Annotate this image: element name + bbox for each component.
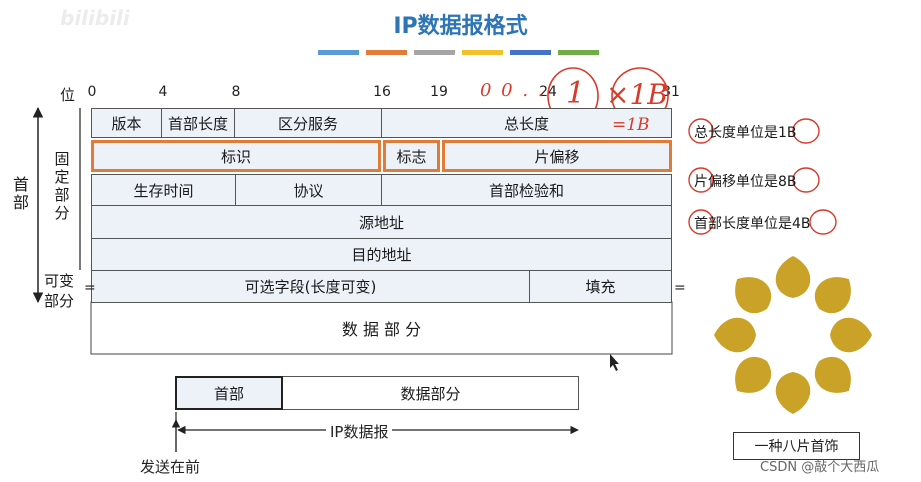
field-ttl: 生存时间 [91,174,236,206]
annotation-one: 1 [566,76,586,111]
bit-tick-4: 4 [158,84,168,100]
page-title: IP数据报格式 [393,14,528,39]
label-variable-part-1: 可变 [44,272,75,290]
accent-bar-5 [510,50,551,55]
bit-tick-0: 0 [87,84,97,100]
label-variable-part-2: 部分 [44,292,75,310]
watermark: bilibili [60,6,130,30]
field-checksum: 首部检验和 [382,174,672,206]
note-circled-char: 片 [694,174,708,190]
field-destination-address: 目的地址 [91,239,672,271]
note-number: 8B [778,174,797,190]
field-source-address: 源地址 [91,206,672,239]
bit-axis-prefix: 位 [60,86,76,104]
note-fragment-offset-unit: 片偏移单位是8B [694,171,797,191]
ornament-petal [775,372,811,414]
bit-tick-8: 8 [231,84,241,100]
accent-bar-3 [414,50,455,55]
field-data: 数 据 部 分 [92,303,671,353]
note-header-length-unit: 首部长度单位是4B [694,213,811,233]
field-header-length: 首部长度 [162,108,235,138]
annotation-times-1b: ×1B [606,78,668,111]
note-text: 偏移单位是 [708,174,778,190]
ornament-petal [775,256,811,298]
label-header: 首部 [12,175,29,212]
note-number: 1B [778,125,797,141]
ornament-petal [814,356,851,393]
accent-bar-2 [366,50,407,55]
field-version: 版本 [91,108,162,138]
datagram-header: 首部 [175,376,283,410]
field-flags: 标志 [383,140,440,172]
label-fixed-part: 固定部分 [54,150,70,222]
field-protocol: 协议 [236,174,382,206]
accent-bar-4 [462,50,503,55]
ornament-petal [814,277,851,314]
annotation-dots: 0 0 . . [480,80,546,101]
accent-bar-6 [558,50,599,55]
ornament-petal [714,317,756,353]
note-text: 部长度单位是 [708,216,792,232]
bit-tick-16: 16 [373,84,391,100]
annotation-eq-1b: =1B [612,115,650,135]
label-eq-right: = [674,280,686,296]
datagram-label: IP数据报 [326,421,393,442]
note-circled-char: 首 [694,216,708,232]
accent-bar-1 [318,50,359,55]
note-text: 长度单位是 [708,125,778,141]
bit-tick-19: 19 [430,84,448,100]
field-total-length: 总长度 [382,108,672,138]
ornament-caption: 一种八片首饰 [733,432,860,460]
ornament-petal [830,317,872,353]
ornament-petal [735,356,772,393]
field-dscp: 区分服务 [235,108,382,138]
field-fragment-offset: 片偏移 [442,140,672,172]
send-first-label: 发送在前 [140,458,201,476]
credit-watermark: CSDN @敲个大西瓜 [760,460,880,475]
field-padding: 填充 [530,271,672,303]
note-number: 4B [792,216,811,232]
label-eq-left: = [84,280,96,296]
note-total-length-unit: 总长度单位是1B [694,122,797,142]
ornament-petal [735,277,772,314]
note-circled-char: 总 [694,125,708,141]
datagram-data: 数据部分 [283,376,579,410]
field-identification: 标识 [91,140,381,172]
field-options: 可选字段(长度可变) [91,271,530,303]
